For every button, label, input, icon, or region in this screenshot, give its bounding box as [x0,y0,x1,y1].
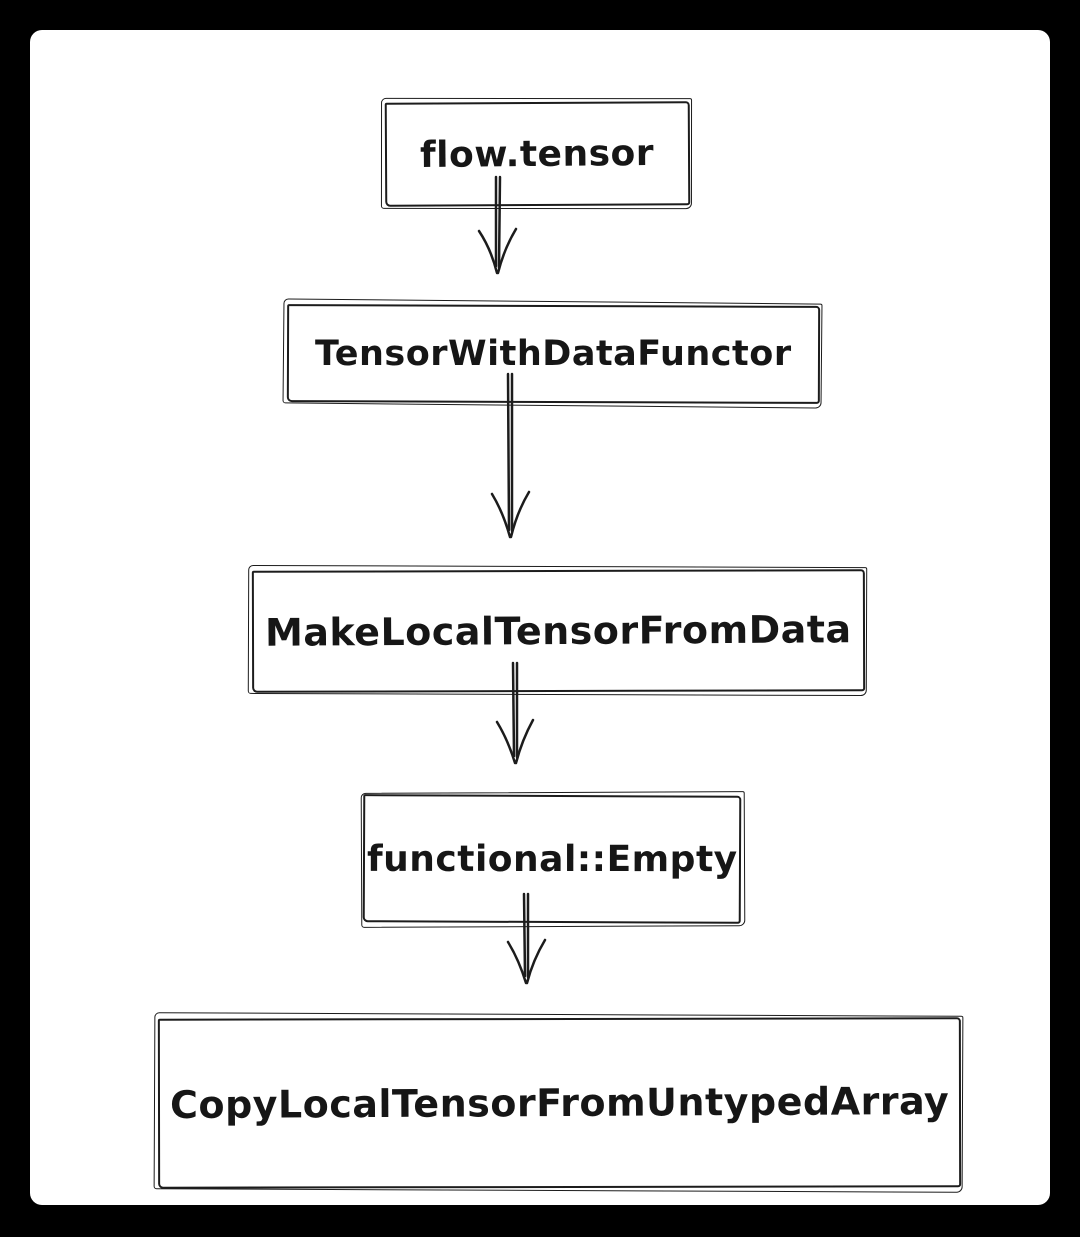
node-label: CopyLocalTensorFromUntypedArray [169,1078,950,1128]
node-copy-local-tensor-from-untyped-array: CopyLocalTensorFromUntypedArray [157,1017,962,1189]
node-make-local-tensor-from-data: MakeLocalTensorFromData [251,569,866,693]
node-label: TensorWithDataFunctor [315,333,792,374]
node-label: flow.tensor [420,132,655,176]
node-label: MakeLocalTensorFromData [265,607,852,655]
node-label: functional::Empty [366,838,738,880]
node-functional-empty: functional::Empty [362,794,742,924]
diagram-canvas: flow.tensor TensorWithDataFunctor MakeLo… [30,30,1050,1205]
node-flow-tensor: flow.tensor [384,101,691,207]
node-tensor-with-data-functor: TensorWithDataFunctor [286,304,821,404]
